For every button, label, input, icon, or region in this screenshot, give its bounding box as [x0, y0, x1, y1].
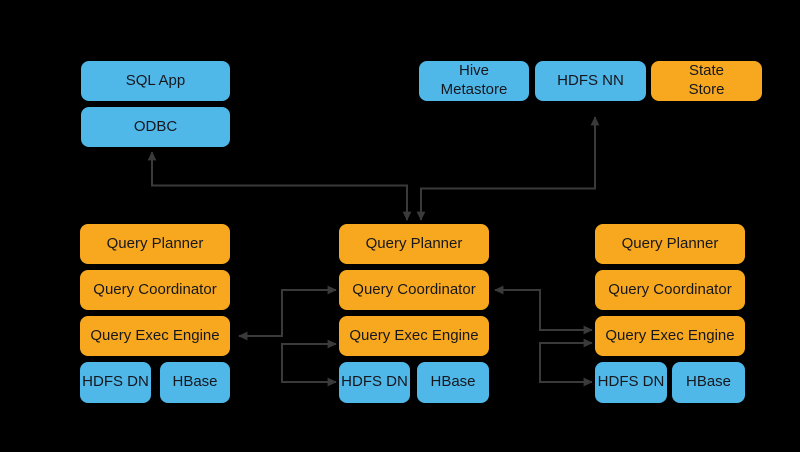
- box-query-planner-right: Query Planner: [595, 224, 745, 264]
- box-hdfs-dn-middle-label: HDFS DN: [341, 373, 408, 391]
- arrow-bracket-to-middle-exec-and-hdfs-dn: [281, 339, 337, 387]
- box-hbase-left-label: HBase: [172, 373, 218, 391]
- box-hive-metastore-label: Hive Metastore: [440, 62, 508, 98]
- box-hdfs-dn-middle: HDFS DN: [339, 362, 410, 403]
- box-query-exec-engine-left-label: Query Exec Engine: [90, 326, 220, 344]
- box-query-coordinator-middle-label: Query Coordinator: [352, 280, 476, 298]
- box-hdfs-nn: HDFS NN: [535, 61, 646, 101]
- box-query-coordinator-left-label: Query Coordinator: [93, 280, 217, 298]
- box-sql-app: SQL App: [81, 61, 230, 101]
- box-hbase-middle: HBase: [417, 362, 489, 403]
- box-query-coordinator-right: Query Coordinator: [595, 270, 745, 310]
- box-query-planner-left-label: Query Planner: [106, 234, 204, 252]
- box-hdfs-dn-left: HDFS DN: [80, 362, 151, 403]
- box-query-coordinator-left: Query Coordinator: [80, 270, 230, 310]
- box-query-exec-engine-right-label: Query Exec Engine: [605, 326, 735, 344]
- box-query-exec-engine-right: Query Exec Engine: [595, 316, 745, 356]
- box-state-store: State Store: [651, 61, 762, 101]
- box-hive-metastore: Hive Metastore: [419, 61, 529, 101]
- box-query-planner-right-label: Query Planner: [621, 234, 719, 252]
- box-query-planner-middle: Query Planner: [339, 224, 489, 264]
- box-hbase-right: HBase: [672, 362, 745, 403]
- arrow-middle-coordinator-to-right-exec-engine: [494, 285, 593, 335]
- box-query-planner-middle-label: Query Planner: [365, 234, 463, 252]
- box-odbc-label: ODBC: [133, 117, 178, 135]
- box-odbc: ODBC: [81, 107, 230, 147]
- box-hbase-right-label: HBase: [685, 373, 732, 391]
- box-state-store-label: State Store: [688, 62, 725, 98]
- arrow-bracket-to-right-exec-and-hdfs-dn: [539, 338, 593, 387]
- box-query-planner-left: Query Planner: [80, 224, 230, 264]
- box-hdfs-dn-left-label: HDFS DN: [82, 373, 149, 391]
- box-query-exec-engine-middle: Query Exec Engine: [339, 316, 489, 356]
- arrow-middle-query-planner-to-hdfs-nn: [416, 116, 600, 221]
- box-query-exec-engine-left: Query Exec Engine: [80, 316, 230, 356]
- box-query-coordinator-middle: Query Coordinator: [339, 270, 489, 310]
- box-hbase-middle-label: HBase: [430, 373, 476, 391]
- box-query-exec-engine-middle-label: Query Exec Engine: [349, 326, 479, 344]
- arrow-left-exec-engine-to-middle-coordinator: [238, 285, 337, 341]
- arrow-odbc-to-middle-query-planner: [147, 151, 412, 221]
- box-query-coordinator-right-label: Query Coordinator: [608, 280, 732, 298]
- box-hdfs-nn-label: HDFS NN: [557, 71, 624, 89]
- box-hdfs-dn-right-label: HDFS DN: [597, 373, 665, 391]
- box-sql-app-label: SQL App: [125, 71, 186, 89]
- box-hbase-left: HBase: [160, 362, 230, 403]
- box-hdfs-dn-right: HDFS DN: [595, 362, 667, 403]
